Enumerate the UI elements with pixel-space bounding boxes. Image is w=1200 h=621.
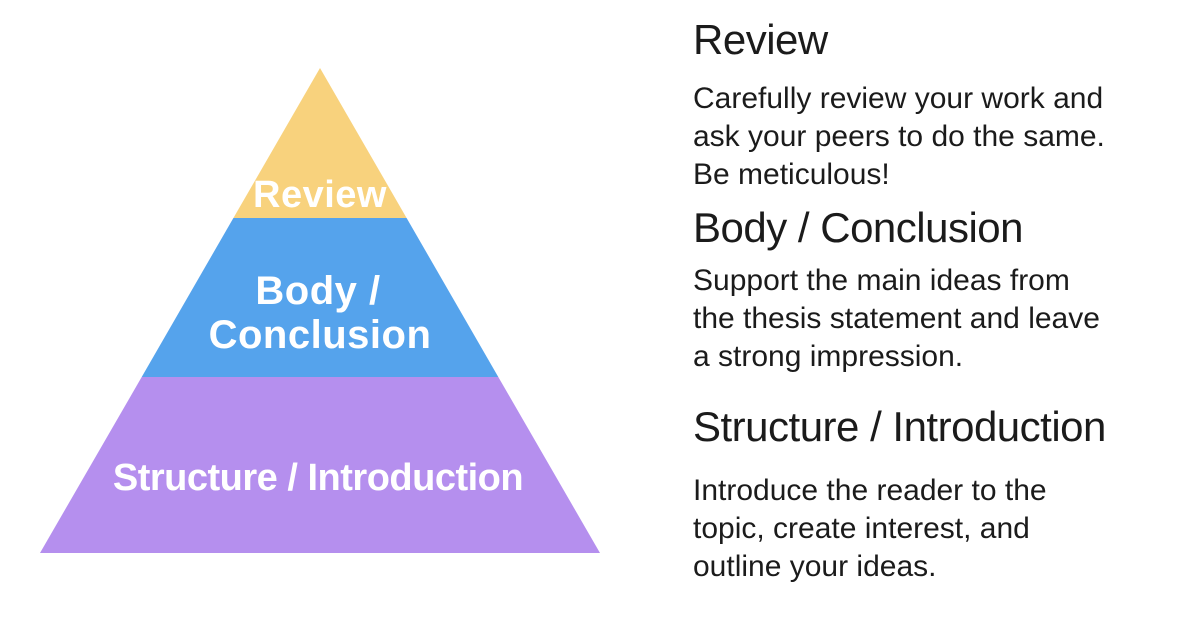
descriptions-column: Review Carefully review your work and as… (693, 0, 1178, 621)
paragraph-body-conclusion: Support the main ideas from the thesis s… (693, 262, 1100, 376)
pyramid-level-body-conclusion (141, 218, 499, 377)
pyramid-label-structure: Structure / Introduction (113, 457, 523, 499)
pyramid-label-review: Review (253, 174, 387, 216)
paragraph-review: Carefully review your work and ask your … (693, 80, 1105, 194)
heading-review: Review (693, 16, 828, 63)
paragraph-structure-line2: topic, create interest, and (693, 512, 1030, 545)
pyramid-diagram: Review Body / Conclusion Structure / Int… (40, 68, 600, 553)
paragraph-structure-line3: outline your ideas. (693, 550, 937, 583)
paragraph-body-line1: Support the main ideas from (693, 264, 1070, 297)
pyramid-label-body-line2: Conclusion (209, 313, 432, 357)
paragraph-review-line3: Be meticulous! (693, 158, 890, 191)
paragraph-body-line2: the thesis statement and leave (693, 302, 1100, 335)
paragraph-review-line2: ask your peers to do the same. (693, 120, 1105, 153)
pyramid-level-structure-introduction (40, 377, 600, 553)
paragraph-structure-introduction: Introduce the reader to the topic, creat… (693, 472, 1047, 586)
paragraph-structure-line1: Introduce the reader to the (693, 474, 1047, 507)
heading-structure-introduction: Structure / Introduction (693, 403, 1106, 450)
pyramid-label-body-line1: Body / (255, 269, 380, 313)
paragraph-body-line3: a strong impression. (693, 340, 964, 373)
pyramid-level-review (233, 68, 407, 218)
paragraph-review-line1: Carefully review your work and (693, 82, 1104, 115)
heading-body-conclusion: Body / Conclusion (693, 204, 1024, 251)
